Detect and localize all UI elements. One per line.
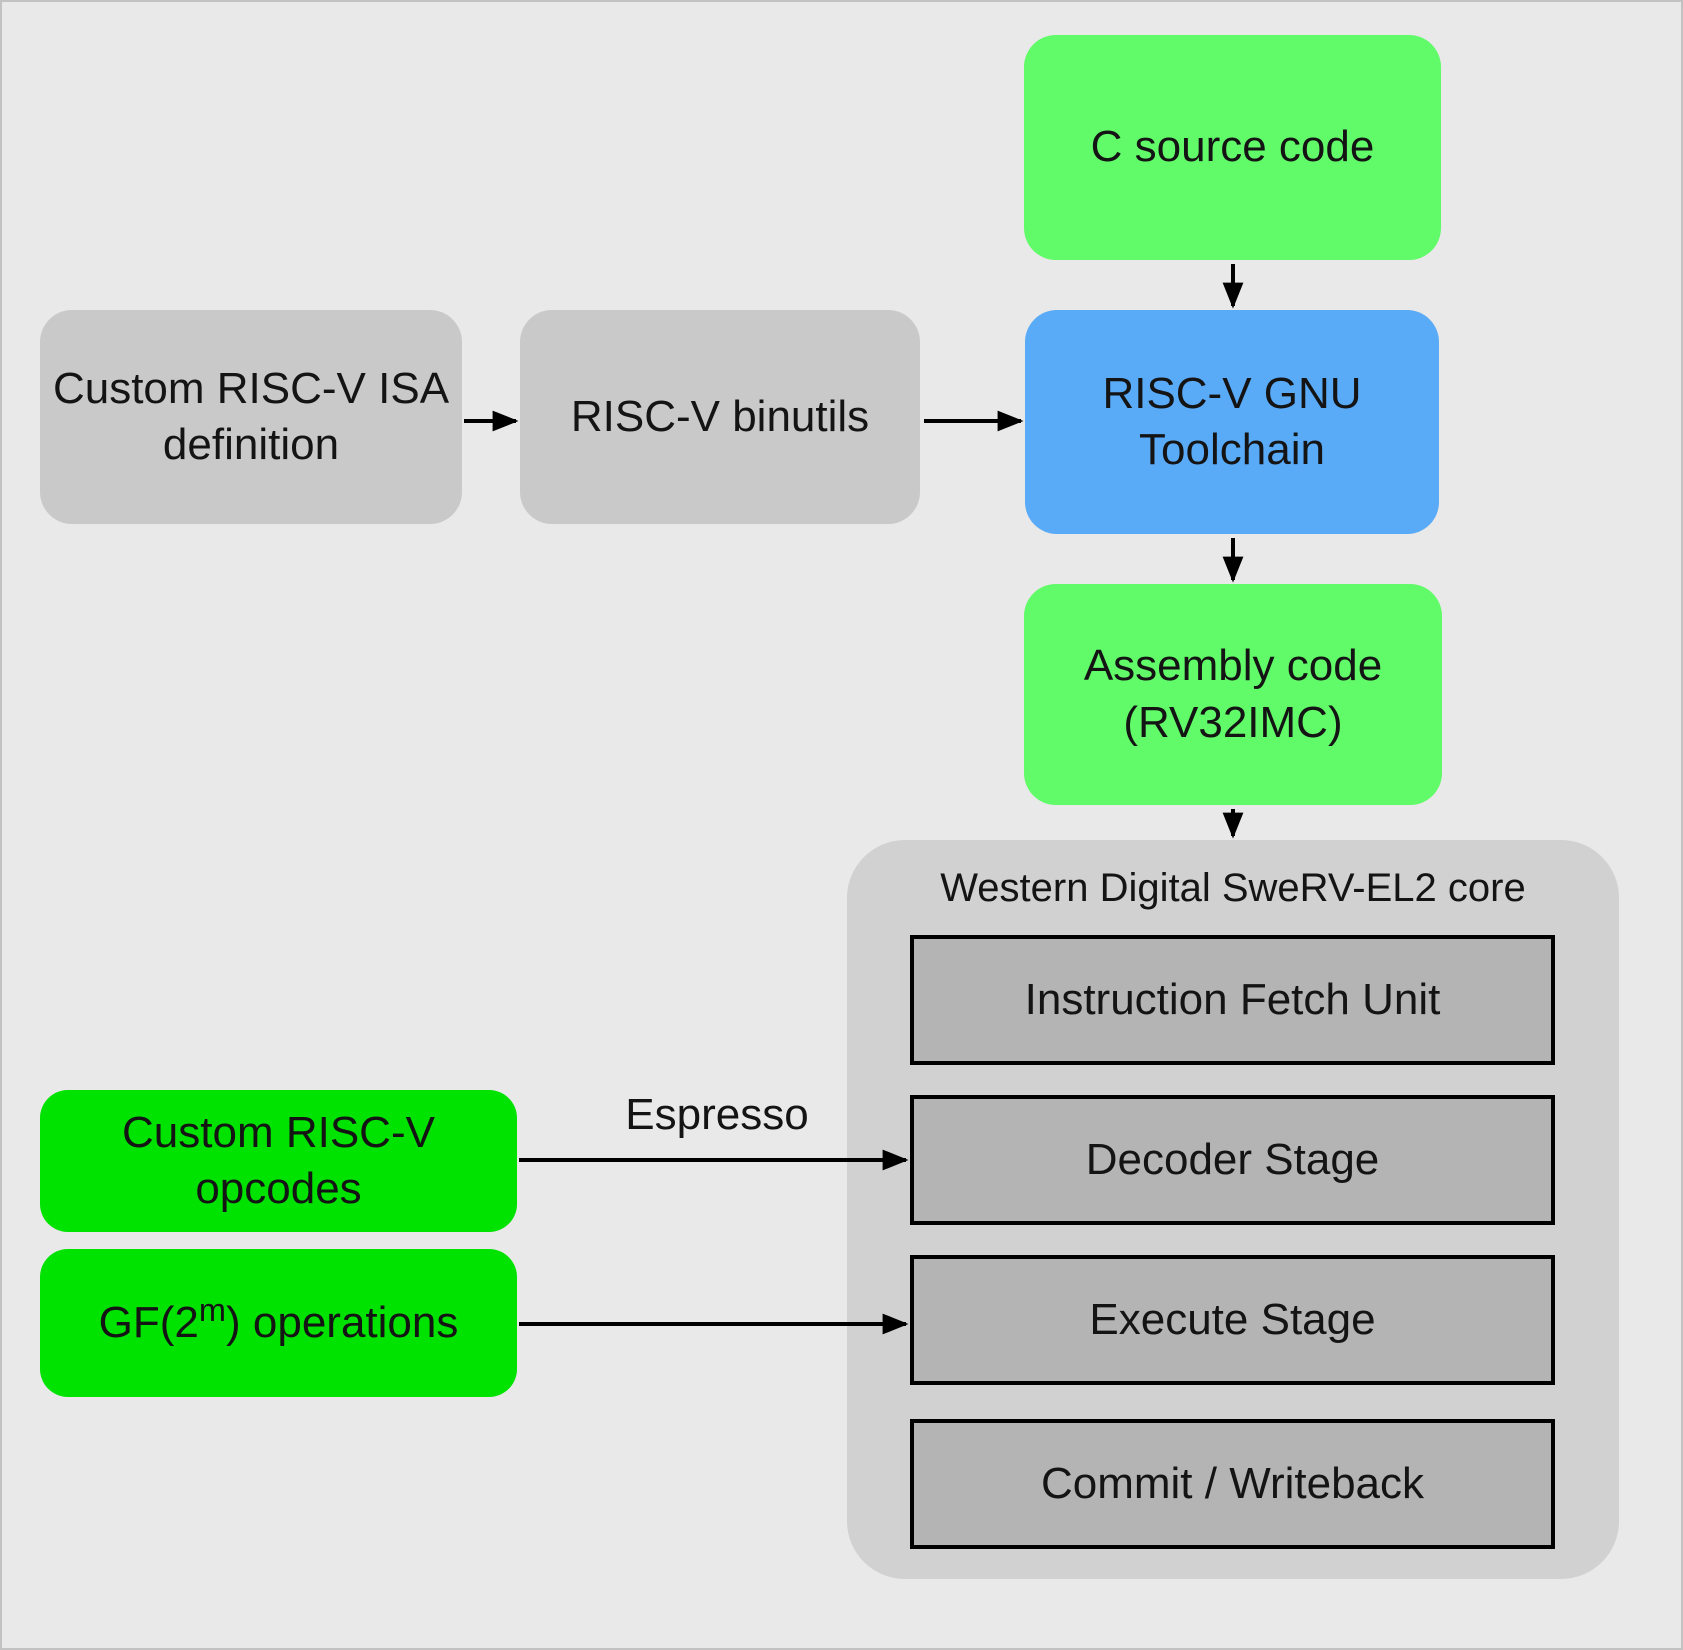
node-riscv-binutils: RISC-V binutils <box>520 310 920 524</box>
stage-commit-writeback-label: Commit / Writeback <box>1040 1459 1425 1508</box>
edge-label-espresso: Espresso <box>625 1090 809 1139</box>
node-custom-riscv-opcodes: Custom RISC-V opcodes <box>40 1090 517 1232</box>
node-riscv-binutils-label: RISC-V binutils <box>570 391 870 441</box>
stage-commit-writeback: Commit / Writeback <box>910 1419 1555 1549</box>
node-c-source-code: C source code <box>1024 35 1441 260</box>
node-assembly-code-label: Assembly code (RV32IMC) <box>1083 641 1383 747</box>
node-custom-riscv-opcodes-label: Custom RISC-V opcodes <box>122 1107 435 1213</box>
gf-label-prefix: GF(2 <box>98 1297 199 1347</box>
stage-instruction-fetch-unit: Instruction Fetch Unit <box>910 935 1555 1065</box>
stage-decoder-label: Decoder Stage <box>1085 1135 1380 1184</box>
node-riscv-gnu-toolchain: RISC-V GNU Toolchain <box>1025 310 1439 534</box>
node-custom-isa-definition: Custom RISC-V ISA definition <box>40 310 462 524</box>
stage-execute-label: Execute Stage <box>1089 1295 1376 1344</box>
node-assembly-code: Assembly code (RV32IMC) <box>1024 584 1442 805</box>
stage-execute: Execute Stage <box>910 1255 1555 1385</box>
gf-label-superscript-m: m <box>198 1291 226 1328</box>
node-custom-isa-definition-label: Custom RISC-V ISA definition <box>52 363 450 469</box>
stage-instruction-fetch-unit-label: Instruction Fetch Unit <box>1024 975 1441 1024</box>
node-riscv-gnu-toolchain-label: RISC-V GNU Toolchain <box>1102 368 1362 474</box>
gf-label-suffix: ) operations <box>226 1297 459 1347</box>
node-c-source-code-label: C source code <box>1090 122 1375 172</box>
container-swerv-el2-core-title: Western Digital SweRV-EL2 core <box>940 866 1526 910</box>
stage-decoder: Decoder Stage <box>910 1095 1555 1225</box>
node-gf2m-operations: GF(2m) operations <box>40 1249 517 1397</box>
node-gf2m-operations-label: GF(2m) operations <box>98 1291 459 1351</box>
